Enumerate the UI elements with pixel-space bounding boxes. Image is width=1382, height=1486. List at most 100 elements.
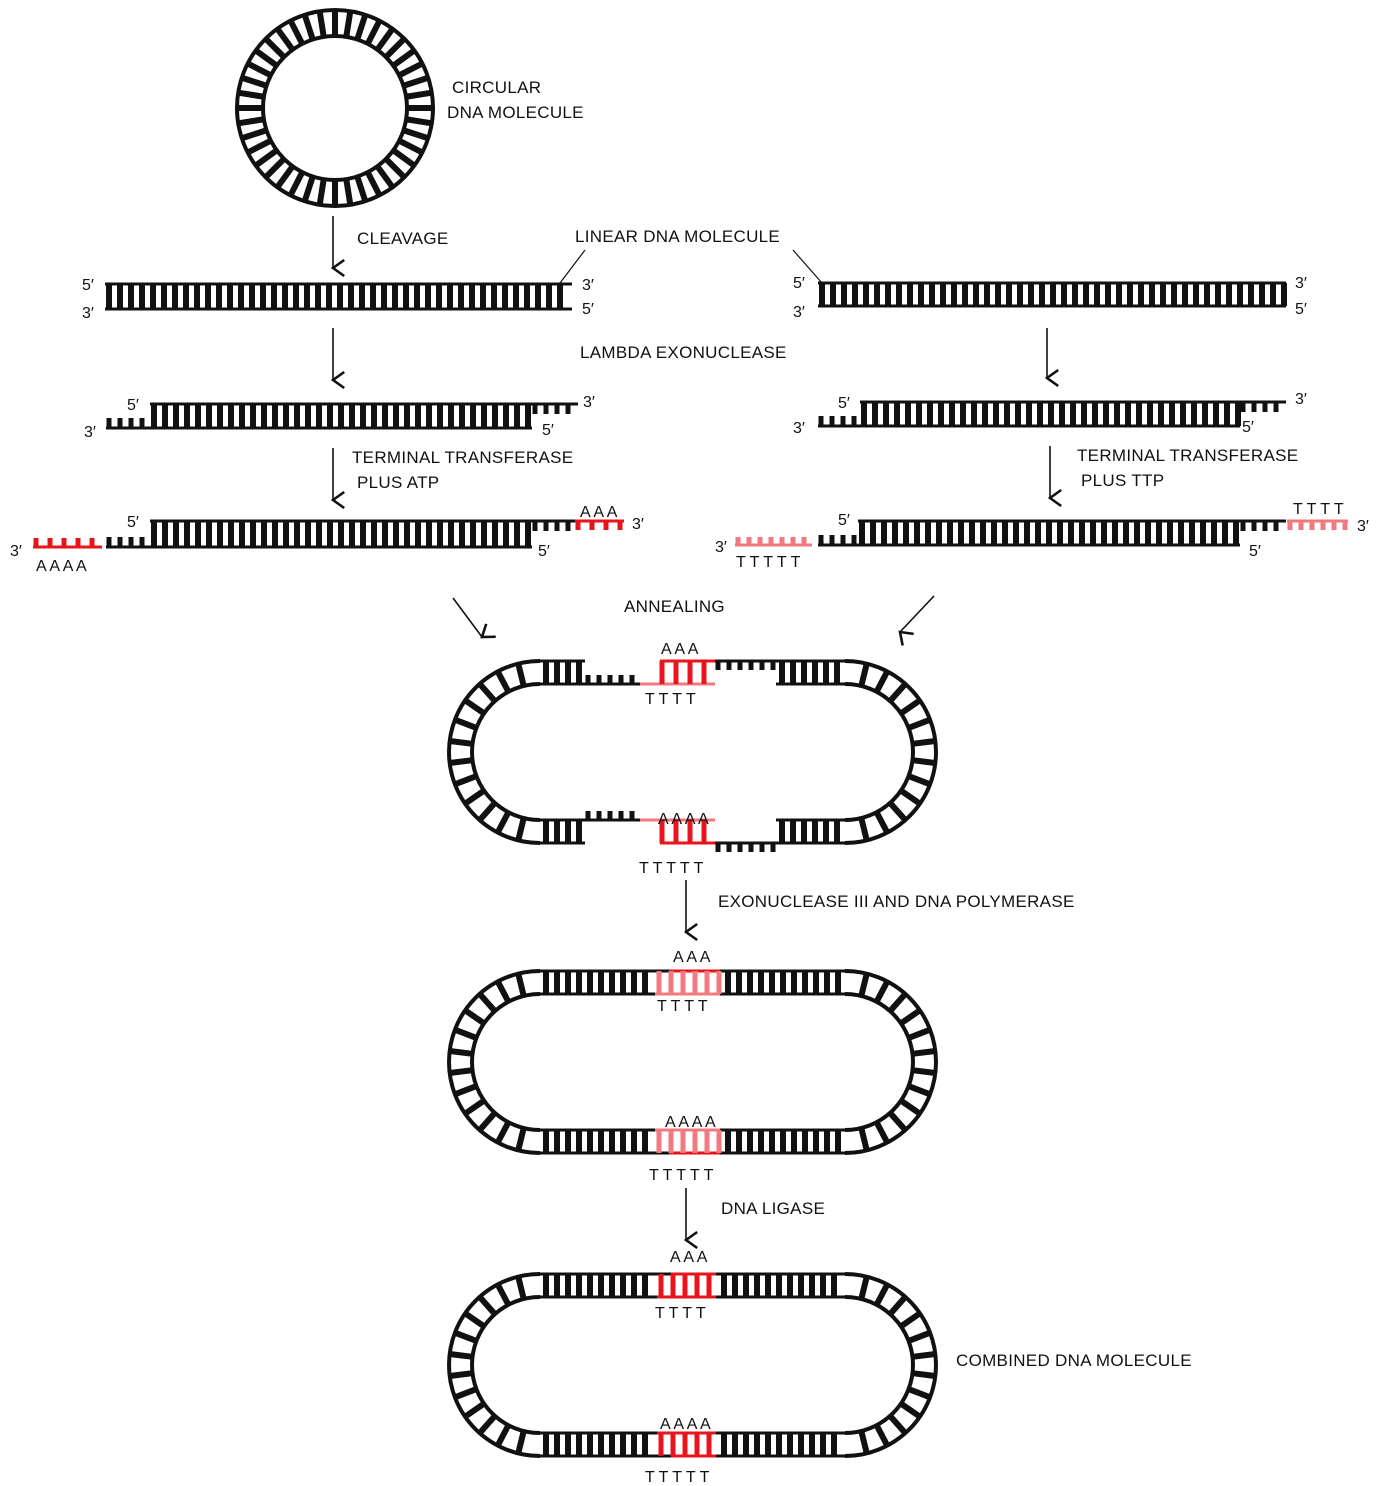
tail-letters-left-bottom: A A A A [36, 558, 87, 575]
end-label: 3′ [1295, 391, 1307, 408]
base-pair [287, 170, 305, 197]
base-pair [463, 1310, 486, 1329]
strand-outer-right [844, 969, 938, 1155]
base-pair [253, 147, 279, 169]
base-pair [402, 74, 430, 89]
label-tt-left-line2: PLUS ATP [357, 473, 439, 492]
base-pair [453, 716, 478, 731]
end-label: 5′ [1295, 301, 1307, 318]
label-exonuclease-iii: EXONUCLEASE III AND DNA POLYMERASE [718, 892, 1075, 911]
stage1-top-a-letters: A A A [661, 641, 699, 658]
end-label: 5′ [1242, 419, 1254, 436]
base-pair [246, 60, 273, 78]
base-pair [912, 757, 936, 766]
label-lambda-exonuclease: LAMBDA EXONUCLEASE [580, 343, 787, 362]
linear-molecule-right [818, 281, 1287, 308]
base-pair [912, 1351, 936, 1360]
end-label: 3′ [793, 420, 805, 437]
base-pair [263, 36, 287, 60]
linear-molecule-left-tailed [33, 519, 624, 549]
base-pair [515, 1275, 527, 1300]
base-pair [463, 1401, 486, 1420]
base-pair [887, 1294, 908, 1317]
base-pair [858, 972, 870, 997]
stage1-bottom-t-letters: T T T T T [639, 860, 704, 877]
stage2-top-t-letters: T T T T [657, 998, 708, 1015]
base-pair [301, 175, 316, 203]
base-pair [240, 127, 268, 142]
stage1-top-t-letters: T T T T [645, 691, 696, 708]
combined-dna-molecule [447, 1272, 938, 1458]
linear-molecule-left [105, 282, 572, 311]
label-tt-right-line1: TERMINAL TRANSFERASE [1077, 446, 1298, 465]
tail-letters-right-bottom: T T T T T [736, 554, 801, 571]
base-pair [477, 1110, 498, 1133]
label-linear-dna: LINEAR DNA MOLECULE [575, 227, 780, 246]
base-pair [873, 670, 890, 694]
base-pair [515, 972, 527, 997]
base-pair [912, 1370, 936, 1379]
base-pair [477, 800, 498, 823]
end-label: 5′ [838, 395, 850, 412]
end-label: 5′ [542, 422, 554, 439]
base-pair [383, 36, 407, 60]
end-label: 5′ [582, 301, 594, 318]
base-pair [383, 156, 407, 180]
end-label: 5′ [127, 397, 139, 414]
base-pair [899, 1098, 922, 1117]
base-pair [899, 1310, 922, 1329]
pointer-linear-left [559, 249, 586, 284]
base-pair [402, 127, 430, 142]
base-pair [495, 1283, 512, 1307]
end-label: 3′ [582, 277, 594, 294]
annealed-molecule [447, 659, 938, 852]
base-pair [449, 1067, 473, 1076]
strand-outer-left [447, 1272, 541, 1458]
base-pair [858, 817, 870, 842]
base-pair [274, 164, 296, 190]
tail-letters-right-top: T T T T [1293, 501, 1344, 518]
base-pair [449, 1351, 473, 1360]
base-pair [495, 1120, 512, 1144]
end-label: 3′ [1357, 518, 1369, 535]
strand-outer-left [447, 969, 541, 1155]
end-label: 3′ [793, 304, 805, 321]
end-label: 3′ [82, 305, 94, 322]
base-pair [453, 1026, 478, 1041]
end-label: 5′ [1249, 543, 1261, 560]
base-pair [463, 788, 486, 807]
stage2-bottom-a-letters: A A A A [665, 1114, 716, 1131]
base-pair [453, 773, 478, 788]
strand-inner-right [844, 992, 915, 1132]
base-pair [873, 1423, 890, 1447]
end-label: 3′ [84, 424, 96, 441]
end-label: 5′ [793, 275, 805, 292]
base-pair [453, 1386, 478, 1401]
base-pair [397, 138, 424, 156]
circular-dna-molecule [235, 8, 435, 208]
base-pair [477, 1294, 498, 1317]
base-pair [237, 116, 265, 127]
strand-outer-left [447, 659, 541, 845]
base-pair [453, 1083, 478, 1098]
base-pair [240, 74, 268, 89]
base-pair [449, 757, 473, 766]
base-pair [343, 10, 354, 38]
label-tt-right-line2: PLUS TTP [1081, 471, 1164, 490]
stage2-top-a-letters: A A A [673, 949, 711, 966]
base-pair [405, 116, 433, 127]
label-circular-line1: CIRCULAR [452, 78, 541, 97]
base-pair [907, 1329, 932, 1344]
stage2-bottom-t-letters: T T T T T [649, 1167, 714, 1184]
base-pair [495, 980, 512, 1004]
repaired-molecule [447, 969, 938, 1155]
end-label: 3′ [10, 543, 22, 560]
end-label: 3′ [1295, 275, 1307, 292]
stage3-top-a-letters: A A A [670, 1249, 708, 1266]
base-pair [887, 681, 908, 704]
base-pair [873, 1120, 890, 1144]
base-pair [343, 178, 354, 206]
base-pair [912, 1067, 936, 1076]
base-pair [374, 164, 396, 190]
base-pair [316, 10, 327, 38]
